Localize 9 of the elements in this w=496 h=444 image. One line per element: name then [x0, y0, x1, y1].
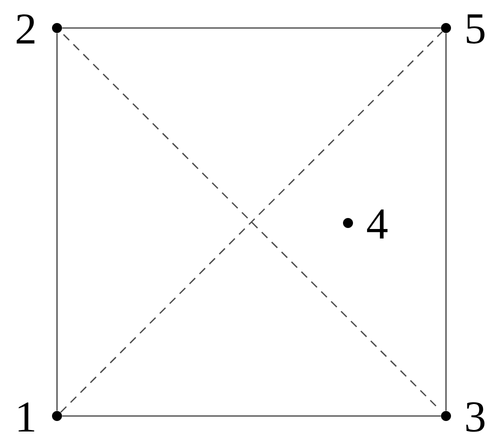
line — [62, 415, 441, 417]
point-label: 3 — [466, 402, 484, 432]
point-label: 5 — [466, 14, 484, 44]
point-label: 1 — [18, 402, 34, 432]
point-label: 4 — [367, 210, 388, 238]
line — [445, 33, 447, 411]
point-label: 2 — [16, 14, 34, 44]
line — [62, 27, 441, 29]
line — [56, 33, 58, 411]
